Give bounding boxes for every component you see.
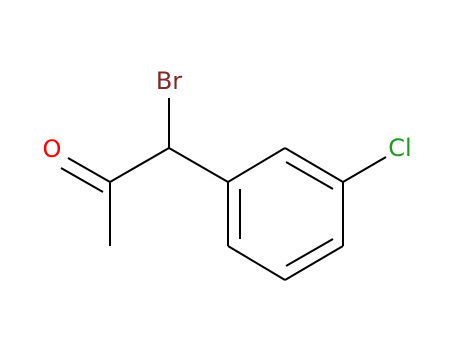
- bond-ring-cl: [342, 156, 387, 183]
- ring-bond-2-3: [284, 147, 344, 183]
- atom-label-cl: Cl: [388, 134, 411, 162]
- bond-carbonyl-o-2: [60, 167, 104, 193]
- ring-bond-1-2: [227, 147, 286, 183]
- ring-inner-2-3: [285, 161, 334, 190]
- atom-labels: Br O Cl: [43, 67, 412, 163]
- atom-label-br: Br: [156, 67, 182, 95]
- ring-inner-4-5: [285, 238, 334, 267]
- atom-label-o: O: [43, 135, 62, 163]
- bond-calpha-ring: [168, 147, 229, 183]
- bond-calpha-ccarbonyl: [109, 147, 170, 183]
- ring-bond-5-6: [227, 245, 286, 281]
- bonds: [60, 98, 387, 281]
- bond-carbonyl-o-1: [67, 157, 111, 183]
- ring-bond-4-5: [284, 245, 344, 281]
